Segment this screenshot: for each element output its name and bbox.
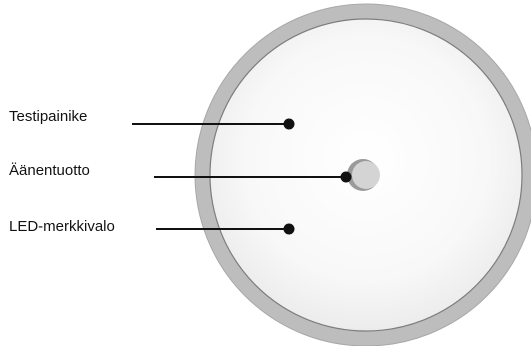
label-led-indicator: LED-merkkivalo [9, 219, 115, 234]
marker-test-button [284, 119, 295, 130]
marker-led-indicator [284, 224, 295, 235]
label-test-button: Testipainike [9, 109, 87, 124]
marker-sound-output [341, 172, 352, 183]
label-sound-output: Äänentuotto [9, 163, 90, 178]
sound-hole [352, 161, 380, 189]
